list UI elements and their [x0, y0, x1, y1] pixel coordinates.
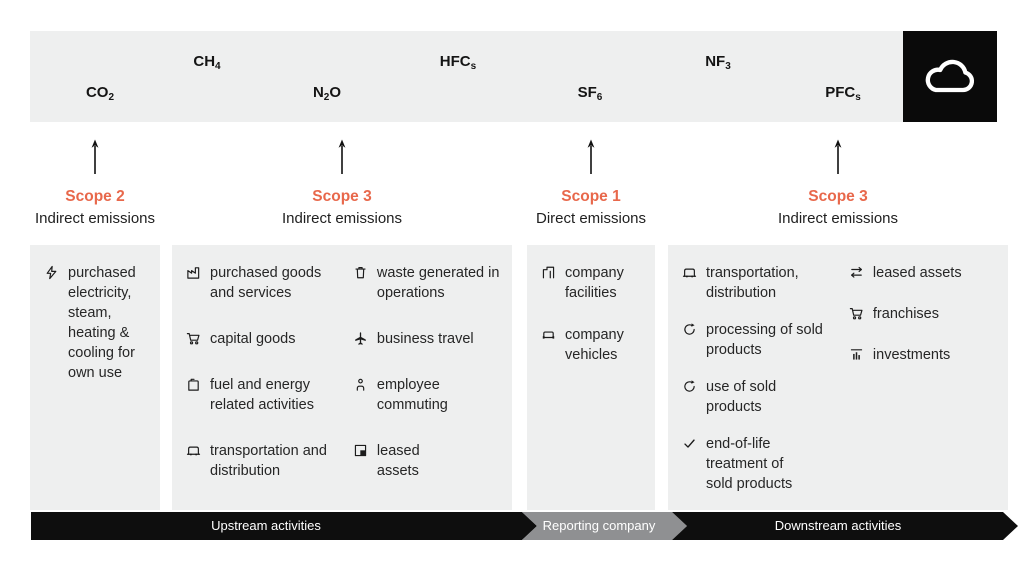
scope-type: Direct emissions: [535, 210, 647, 227]
reporting-label: Reporting company: [542, 518, 656, 533]
scope3-downstream-header: Scope 3 Indirect emissions: [728, 138, 948, 230]
item-label: purchased goods and services: [210, 265, 322, 301]
list-item: company facilities: [541, 263, 643, 303]
scope1-header: Scope 1 Direct emissions: [481, 138, 701, 230]
item-label: company vehicles: [565, 327, 624, 363]
activity-flow-band: Upstream activities Reporting company Do…: [0, 512, 1024, 540]
list-item: business travel: [353, 329, 500, 349]
scope3-upstream-panel: purchased goods and services capital goo…: [172, 245, 512, 510]
upstream-label: Upstream activities: [211, 518, 321, 533]
refresh-icon: [682, 379, 697, 394]
up-arrow-icon: [834, 139, 842, 174]
leased-building-icon: [353, 443, 368, 458]
scope-name: Scope 3: [312, 188, 372, 205]
item-label: leased assets: [872, 265, 962, 281]
downstream-arrow-shape: [672, 512, 1018, 540]
scope-name: Scope 2: [65, 188, 125, 205]
list-item: investments: [849, 345, 996, 365]
upstream-arrow-shape: [31, 512, 537, 540]
scope3-downstream-panel: transportation, distribution processing …: [668, 245, 1008, 510]
scope-type: Indirect emissions: [777, 210, 899, 227]
item-label: use of sold products: [706, 379, 777, 415]
up-arrow-icon: [338, 139, 346, 174]
item-label: purchased electricity, steam, heating & …: [68, 265, 136, 381]
truck-icon: [186, 443, 201, 458]
list-item: employee commuting: [353, 375, 500, 415]
gas-ch4: CH4: [193, 53, 221, 72]
list-item: capital goods: [186, 329, 343, 349]
list-item: end-of-life treatment of sold products: [682, 434, 839, 494]
gas-pfcs: PFCs: [825, 84, 861, 103]
item-label: processing of sold products: [706, 322, 823, 358]
facility-icon: [541, 265, 556, 280]
cart-icon: [186, 331, 201, 346]
gas-sf6: SF6: [577, 84, 603, 103]
cart-icon: [849, 306, 864, 321]
refresh-icon: [682, 322, 697, 337]
item-label: employee commuting: [376, 377, 448, 413]
trash-icon: [353, 265, 368, 280]
scope-type: Indirect emissions: [34, 210, 156, 227]
person-icon: [353, 377, 368, 392]
list-item: purchased electricity, steam, heating & …: [44, 263, 148, 383]
item-label: transportation and distribution: [210, 443, 327, 479]
scope3-upstream-header: Scope 3 Indirect emissions: [232, 138, 452, 230]
list-item: transportation, distribution: [682, 263, 839, 303]
up-arrow-icon: [91, 139, 99, 174]
fuel-icon: [186, 377, 201, 392]
zap-icon: [44, 265, 59, 280]
gas-co2: CO2: [85, 84, 115, 103]
item-label: transportation, distribution: [706, 265, 799, 301]
gas-n2o: N2O: [312, 84, 342, 103]
swap-arrows-icon: [849, 265, 864, 280]
list-item: franchises: [849, 304, 996, 324]
list-item: leased assets: [353, 441, 500, 481]
list-item: leased assets: [849, 263, 996, 283]
list-item: use of sold products: [682, 377, 839, 417]
item-label: waste generated in operations: [376, 265, 500, 301]
item-label: franchises: [872, 306, 939, 322]
scope-name: Scope 3: [808, 188, 868, 205]
gas-nf3: NF3: [705, 53, 731, 72]
item-label: capital goods: [210, 331, 296, 347]
cloud-icon: [925, 59, 975, 92]
up-arrow-icon: [587, 139, 595, 174]
truck-icon: [682, 265, 697, 280]
cloud-badge: [903, 31, 997, 122]
scope-type: Indirect emissions: [281, 210, 403, 227]
scope2-header: Scope 2 Indirect emissions: [0, 138, 205, 230]
item-label: fuel and energy related activities: [210, 377, 314, 413]
list-item: company vehicles: [541, 325, 643, 365]
plane-icon: [353, 331, 368, 346]
list-item: waste generated in operations: [353, 263, 500, 303]
greenhouse-gases-band: CO2 CH4 N2O HFCs SF6 NF3 PFCs: [30, 31, 903, 122]
item-label: leased assets: [376, 443, 420, 479]
item-label: investments: [872, 347, 951, 363]
check-icon: [682, 436, 697, 451]
gas-hfcs: HFCs: [439, 53, 477, 72]
scope1-panel: company facilities company vehicles: [527, 245, 655, 510]
item-label: end-of-life treatment of sold products: [706, 436, 793, 492]
downstream-label: Downstream activities: [774, 518, 902, 533]
list-item: processing of sold products: [682, 320, 839, 360]
bar-chart-icon: [849, 347, 864, 362]
car-icon: [541, 327, 556, 342]
item-label: company facilities: [565, 265, 624, 301]
scope2-panel: purchased electricity, steam, heating & …: [30, 245, 160, 510]
list-item: fuel and energy related activities: [186, 375, 343, 415]
list-item: transportation and distribution: [186, 441, 343, 481]
list-item: purchased goods and services: [186, 263, 343, 303]
flow-arrows: [31, 512, 1018, 540]
scope-name: Scope 1: [561, 188, 621, 205]
item-label: business travel: [376, 331, 474, 347]
reporting-arrow-shape: [522, 512, 687, 540]
factory-icon: [186, 265, 201, 280]
